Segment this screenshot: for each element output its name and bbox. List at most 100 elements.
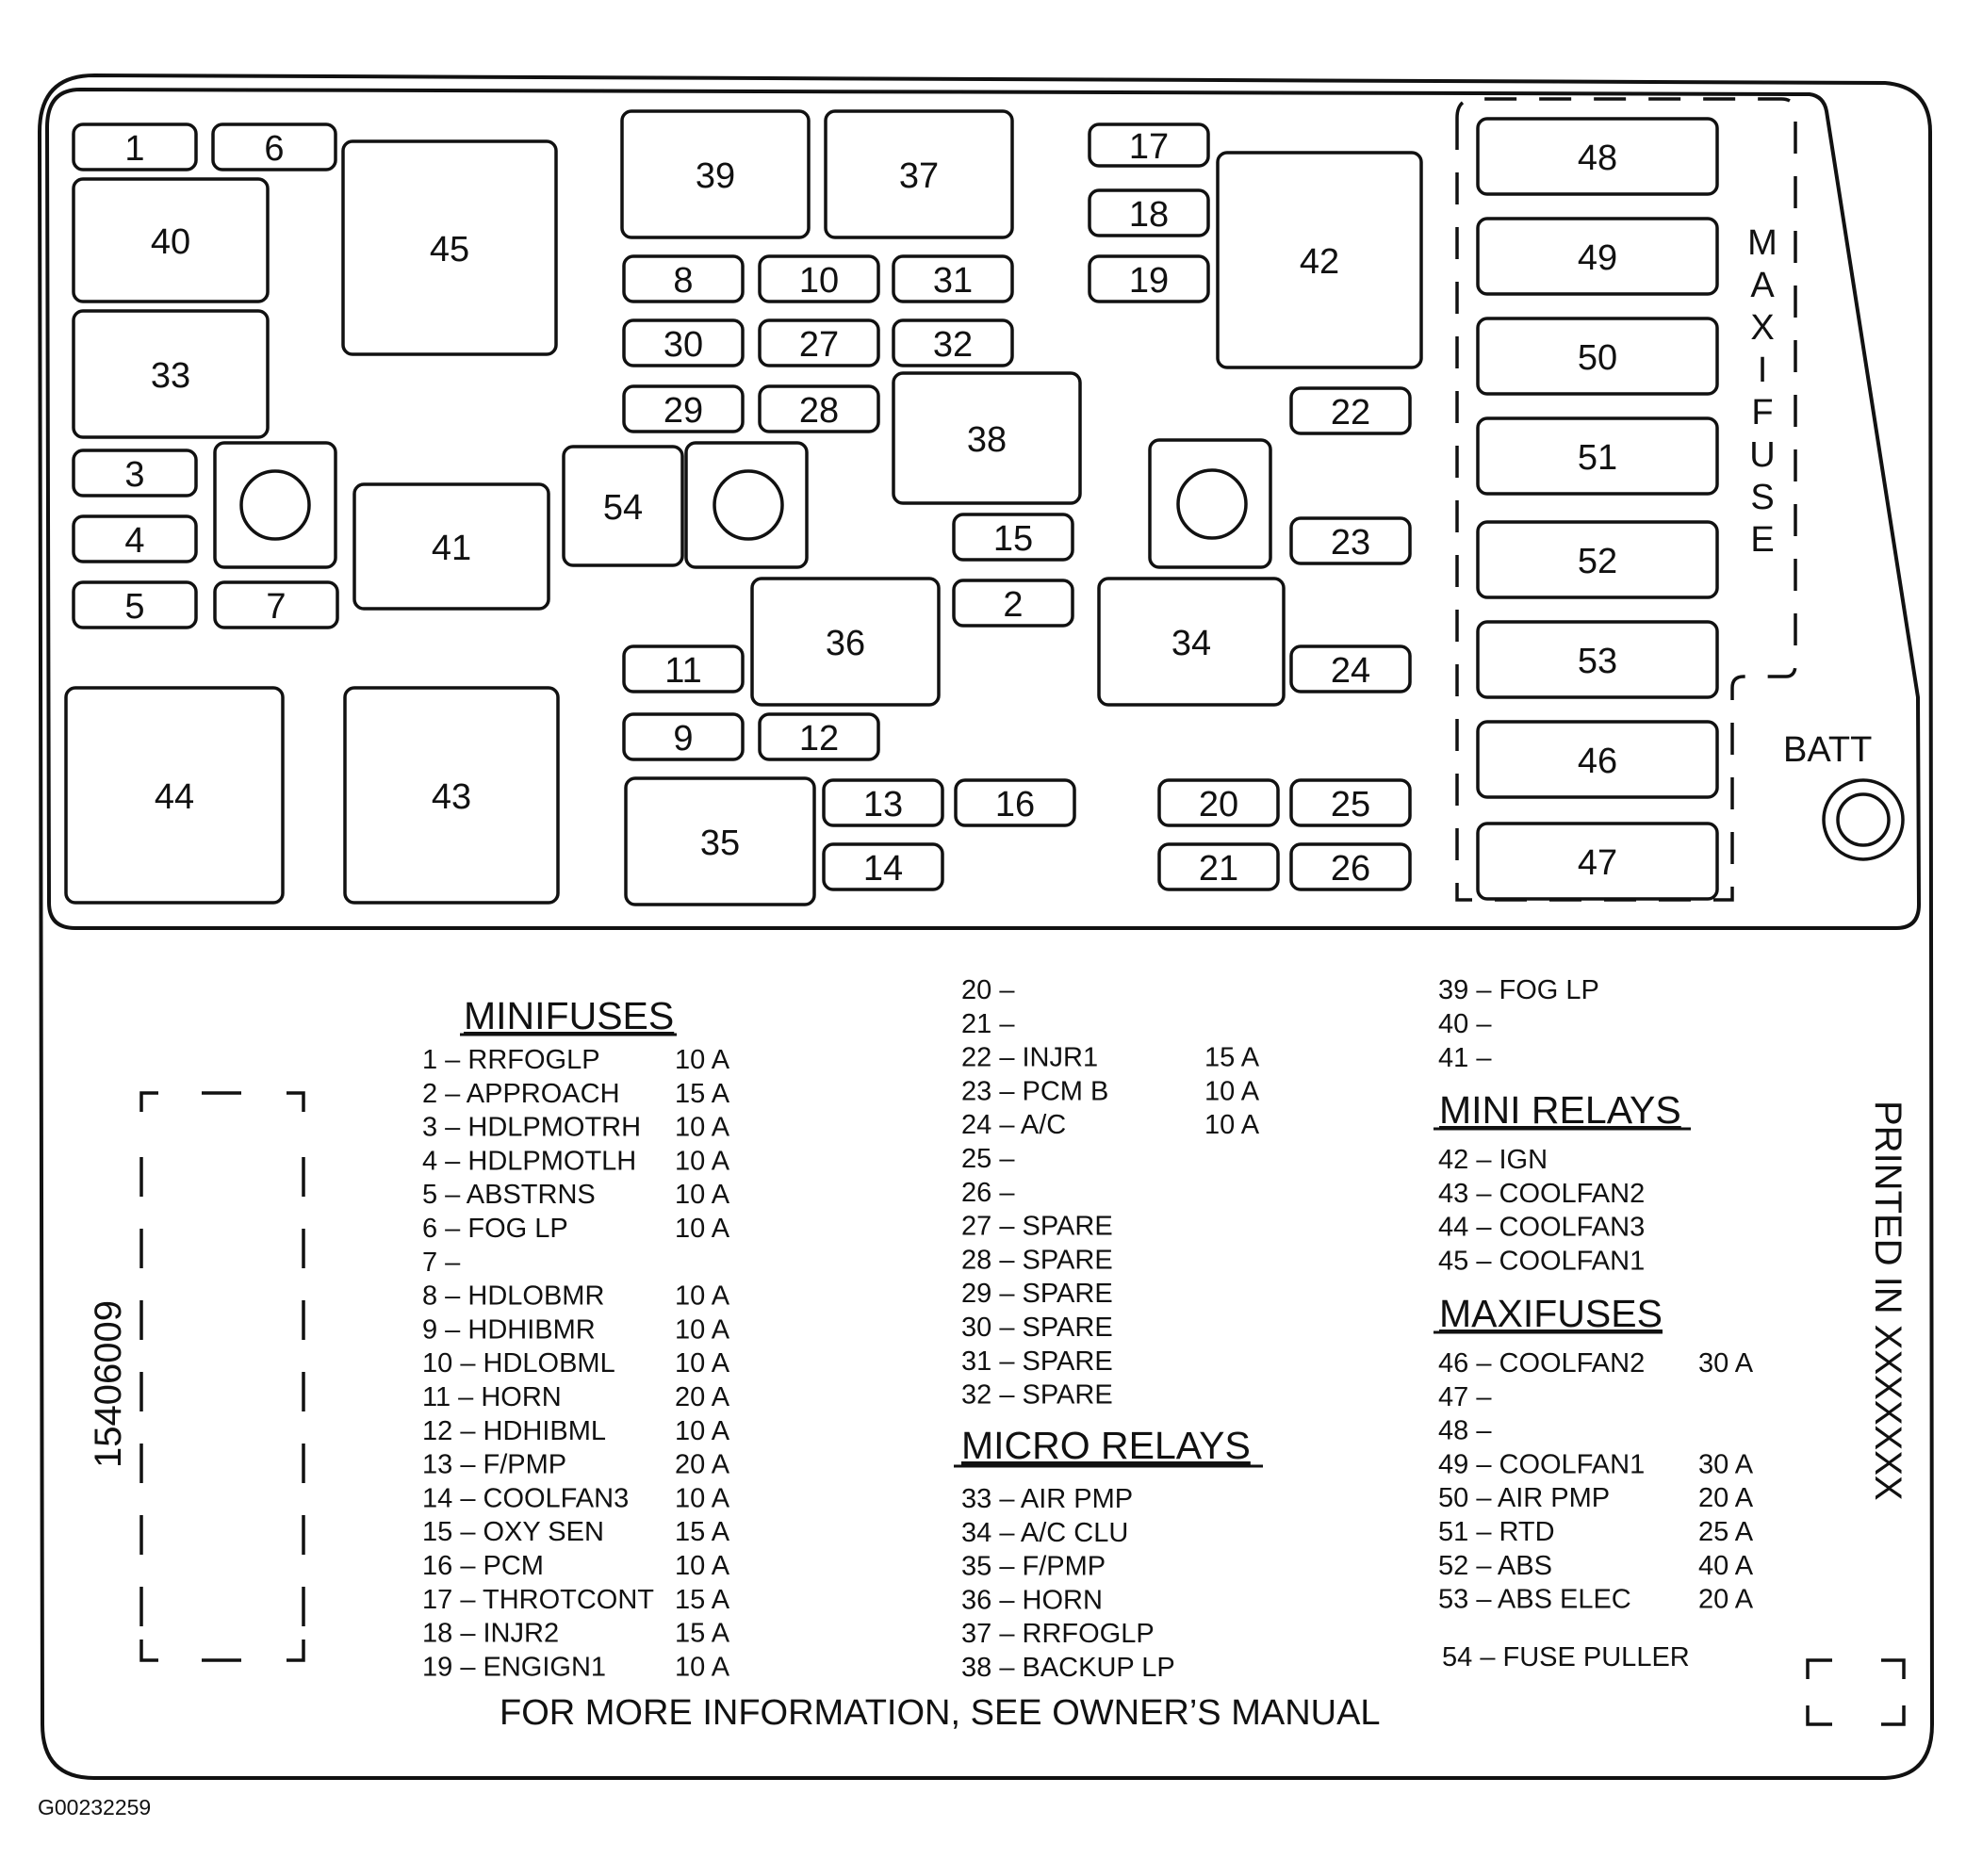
slot-40: 40 (72, 177, 270, 303)
legend-entry-amps: 30 A (1698, 1449, 1754, 1479)
slot-label: 3 (124, 455, 144, 495)
slot-label: 15 (993, 519, 1033, 559)
legend-entry-amps: 10 A (675, 1045, 730, 1075)
legend-entry-text: 23 – PCM B (961, 1076, 1108, 1106)
legend-entry: 37 – RRFOGLP (961, 1619, 1155, 1649)
legend-entry-text: 14 – COOLFAN3 (422, 1483, 629, 1513)
slot-label: 7 (266, 587, 286, 627)
legend-entry-text: 49 – COOLFAN1 (1438, 1449, 1645, 1479)
slot-29: 29 (622, 384, 745, 433)
legend-entry-text: 53 – ABS ELEC (1438, 1585, 1631, 1615)
legend-entry-amps: 10 A (675, 1483, 730, 1513)
legend-entry: 30 – SPARE (961, 1313, 1113, 1343)
legend-entry-amps: 20 A (1698, 1483, 1754, 1513)
slot-1: 1 (72, 122, 198, 171)
legend-entry-text: 20 – (961, 975, 1015, 1005)
legend-entry-text: 25 – (961, 1144, 1015, 1174)
fuse-puller-entry: 54 – FUSE PULLER (1442, 1642, 1690, 1672)
legend-entry-text: 51 – RTD (1438, 1517, 1555, 1547)
slot-label: 11 (664, 651, 701, 691)
slot-label: 46 (1578, 742, 1617, 781)
legend-entry-text: 38 – BACKUP LP (961, 1653, 1175, 1683)
slot-45: 45 (341, 139, 558, 356)
legend-entry-text: 47 – (1438, 1382, 1492, 1412)
slot-label: 51 (1578, 438, 1617, 478)
legend-entry-text: 40 – (1438, 1009, 1492, 1039)
slot-48: 48 (1476, 117, 1719, 196)
legend-entry-text: 42 – IGN (1438, 1145, 1548, 1175)
maxifuses-heading: MAXIFUSES (1439, 1292, 1663, 1335)
legend-entry-text: 26 – (961, 1178, 1015, 1208)
legend-entry-text: 36 – HORN (961, 1585, 1103, 1615)
legend-entry: 33 – AIR PMP (961, 1484, 1133, 1514)
slot-label: 17 (1129, 127, 1169, 167)
slot-label: 13 (863, 785, 903, 824)
slot-35: 35 (624, 776, 816, 906)
printed-in-label: PRINTED IN XXXXXXX (1867, 1101, 1909, 1501)
legend-entry: 45 – COOLFAN1 (1438, 1246, 1645, 1276)
legend-entry-text: 22 – INJR1 (961, 1043, 1098, 1073)
slot-label: 33 (151, 356, 190, 396)
legend-entry-text: 35 – F/PMP (961, 1552, 1106, 1582)
slot-10: 10 (758, 254, 880, 303)
slot-label: 4 (124, 521, 144, 561)
slot-2: 2 (952, 579, 1074, 628)
part-number: 15406009 (88, 1300, 129, 1468)
legend-entry-text: 39 – FOG LP (1438, 975, 1599, 1005)
micro-relays-heading: MICRO RELAYS (961, 1424, 1251, 1467)
slot-36: 36 (750, 577, 941, 707)
legend-entry: 27 – SPARE (961, 1212, 1113, 1242)
slot-label: 27 (799, 325, 839, 365)
legend-entry-text: 17 – THROTCONT (422, 1585, 654, 1615)
slot-label: 8 (673, 261, 693, 301)
corner-marks-right (1806, 1658, 1906, 1726)
slot-44: 44 (64, 686, 285, 905)
legend-entry-text: 15 – OXY SEN (422, 1517, 604, 1547)
slot-17: 17 (1088, 122, 1210, 168)
legend-entry: 25 – (961, 1144, 1015, 1174)
legend-entry-amps: 25 A (1698, 1517, 1754, 1547)
slot-42: 42 (1216, 151, 1423, 369)
legend-entry-text: 24 – A/C (961, 1110, 1066, 1140)
legend-entry: 47 – (1438, 1382, 1492, 1412)
slot-14: 14 (822, 842, 944, 891)
slot-49: 49 (1476, 217, 1719, 296)
slot-23: 23 (1289, 516, 1412, 565)
slot-label: 37 (899, 156, 939, 196)
slot-label: 12 (799, 719, 839, 759)
legend-entry: 35 – F/PMP (961, 1552, 1106, 1582)
slot-label: 54 (603, 488, 643, 528)
slot-13: 13 (822, 778, 944, 827)
legend-entry-text: 9 – HDHIBMR (422, 1314, 596, 1345)
slot-54: 54 (562, 445, 684, 567)
slot-label: 35 (700, 824, 740, 863)
slot-31: 31 (892, 254, 1014, 303)
slot-6: 6 (211, 122, 337, 171)
slot-label: 29 (664, 391, 703, 431)
slot-25: 25 (1289, 778, 1412, 827)
legend-entry-amps: 10 A (675, 1652, 730, 1682)
slot-21: 21 (1157, 842, 1280, 891)
legend-entry-amps: 10 A (675, 1146, 730, 1176)
slot-3: 3 (72, 449, 198, 498)
slot-label: 20 (1199, 785, 1238, 824)
legend-entry-text: 32 – SPARE (961, 1380, 1113, 1411)
legend-entry-amps: 10 A (675, 1180, 730, 1210)
slot-53: 53 (1476, 620, 1719, 699)
legend-entry-text: 41 – (1438, 1043, 1492, 1073)
legend-entry-text: 52 – ABS (1438, 1551, 1552, 1581)
legend-entry-text: 33 – AIR PMP (961, 1484, 1133, 1514)
slot-label: 26 (1331, 849, 1370, 889)
legend-entry: 23 – PCM B 10 A (961, 1076, 1260, 1106)
legend-entry: 21 – (961, 1009, 1015, 1039)
slot-label: 32 (933, 325, 973, 365)
legend-entry-amps: 10 A (1204, 1076, 1260, 1106)
slot-label: 45 (430, 230, 469, 269)
